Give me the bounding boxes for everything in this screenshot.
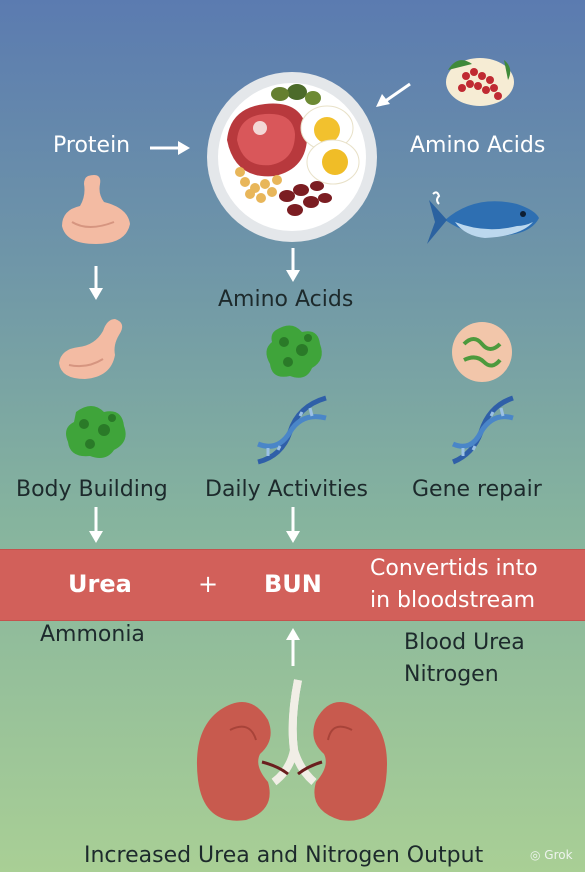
arrow-icon [286, 248, 300, 282]
plus-sign: + [198, 570, 219, 598]
arrow-icon [286, 628, 300, 666]
convert-label-line1: Convertids into [370, 556, 538, 581]
urea-label: Urea [68, 570, 132, 598]
dna-icon [451, 395, 514, 465]
amino-acids-center-label: Amino Acids [218, 287, 354, 312]
bun-label: BUN [264, 570, 322, 598]
muscle-icon [59, 319, 123, 379]
convert-label-line2: in bloodstream [370, 588, 536, 613]
arrow-icon [150, 141, 190, 155]
watermark-text: Grok [544, 848, 573, 862]
arrow-icon [89, 507, 103, 543]
bloodstream-band [0, 549, 585, 621]
daily-activities-label: Daily Activities [205, 477, 369, 502]
bacteria-icon [452, 322, 512, 382]
grok-watermark: ◎ Grok [530, 848, 573, 862]
arrow-icon [286, 507, 300, 543]
footer-label: Increased Urea and Nitrogen Output [84, 843, 484, 868]
berries-icon [446, 58, 514, 106]
green-molecule-icon [266, 325, 322, 378]
plate-icon [207, 72, 377, 242]
fish-icon [427, 191, 539, 244]
body-building-label: Body Building [16, 477, 168, 502]
grok-logo-icon: ◎ [530, 848, 545, 862]
arrow-icon [376, 82, 411, 107]
amino-acids-right-label: Amino Acids [410, 133, 546, 158]
muscle-icon [62, 175, 130, 244]
blood-urea-label-line1: Blood Urea [404, 630, 525, 655]
green-molecule-icon [66, 406, 126, 458]
dna-icon [257, 395, 327, 465]
gene-repair-label: Gene repair [412, 477, 542, 502]
ammonia-label: Ammonia [40, 622, 145, 647]
protein-label: Protein [53, 133, 131, 158]
blood-urea-label-line2: Nitrogen [404, 662, 499, 687]
kidneys-icon [196, 679, 387, 821]
arrow-icon [89, 266, 103, 300]
